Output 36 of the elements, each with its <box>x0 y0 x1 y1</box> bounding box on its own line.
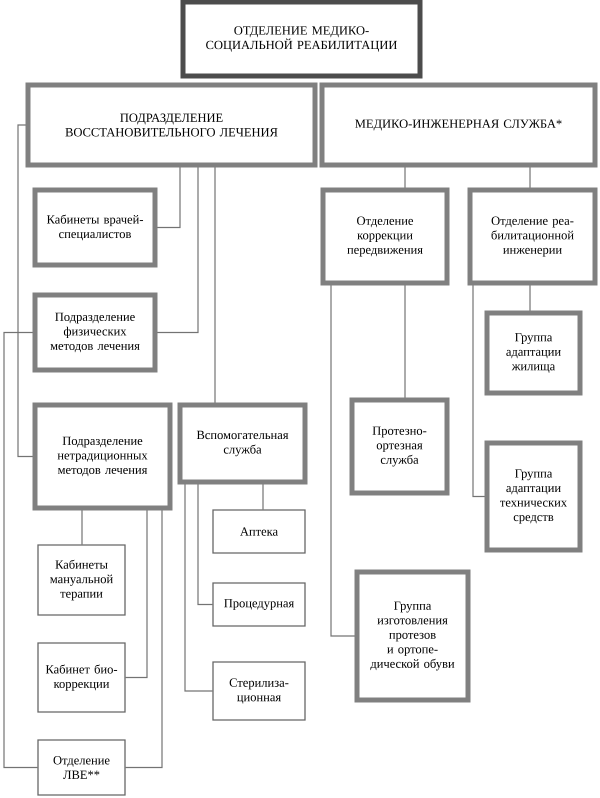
connector-line <box>126 510 163 768</box>
connector-line <box>3 332 38 768</box>
unit-box: Отделение реа-билитационной инженерии <box>468 188 598 286</box>
connector-line <box>404 168 406 188</box>
connector-line <box>126 510 148 678</box>
connector-line <box>330 286 354 637</box>
sub-unit-box: Отделение ЛВЕ** <box>37 739 126 796</box>
connector-line <box>17 124 32 458</box>
connector-line <box>404 286 406 398</box>
department-box: ОТДЕЛЕНИЕ МЕДИКО-СОЦИАЛЬНОЙ РЕАБИЛИТАЦИИ <box>180 0 422 78</box>
unit-box: Отделение коррекции передвижения <box>320 188 450 286</box>
sub-unit-box: Процедурная <box>212 582 306 627</box>
unit-box: Подразделение физических методов лечения <box>32 292 158 372</box>
unit-box: МЕДИКО-ИНЖЕНЕРНАЯ СЛУЖБА* <box>320 82 598 168</box>
unit-box: Группа адаптации жилища <box>484 310 582 396</box>
sub-unit-box: Стерилиза-ционная <box>212 661 306 721</box>
connector-line <box>158 168 181 228</box>
unit-box: ПОДРАЗДЕЛЕНИЕ ВОССТАНОВИТЕЛЬНОГО ЛЕЧЕНИЯ <box>26 82 318 168</box>
unit-box: Кабинеты врачей-специалистов <box>32 188 158 268</box>
connector-line <box>184 484 212 692</box>
unit-box: Группа адаптации технических средств <box>484 440 582 552</box>
connector-line <box>262 484 264 510</box>
connector-line <box>158 168 199 334</box>
sub-unit-box: Кабинет био-коррекции <box>37 642 126 713</box>
connector-line <box>197 484 212 606</box>
sub-unit-box: Кабинеты мануальной терапии <box>37 544 126 616</box>
connector-line <box>472 286 484 498</box>
unit-box: Группа изготовления протезов и ортопе-дической обуви <box>354 570 470 702</box>
connector-line <box>529 168 531 188</box>
connector-line <box>529 286 531 310</box>
unit-box: Вспомогательная служба <box>178 402 308 484</box>
unit-box: Протезно-ортезная служба <box>350 398 450 496</box>
connector-line <box>214 168 216 402</box>
unit-box: Подразделение нетрадиционных методов лечения <box>32 402 172 510</box>
connector-line <box>81 510 83 544</box>
sub-unit-box: Аптека <box>212 509 306 554</box>
